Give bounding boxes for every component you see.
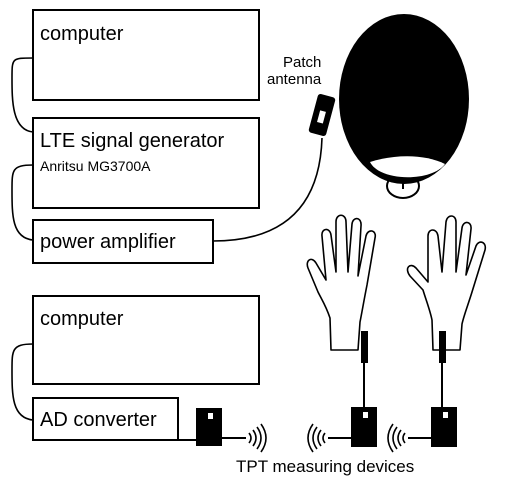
- signal-generator-model: Anritsu MG3700A: [40, 158, 151, 174]
- cable-computer-to-generator: [11, 57, 34, 133]
- tpt-device-right: [408, 400, 457, 447]
- cable-generator-to-amplifier: [11, 164, 34, 241]
- ad-converter-label: AD converter: [40, 409, 157, 431]
- computer-bottom-label: computer: [40, 308, 124, 330]
- ad-converter-box: AD converter: [32, 397, 179, 441]
- left-hand: [306, 214, 377, 351]
- computer-bottom-box: computer: [32, 295, 260, 385]
- wireless-signal-icon-right: [387, 423, 406, 453]
- patch-antenna: [308, 94, 336, 136]
- finger-sensor-left: [361, 331, 368, 363]
- tpt-device-left: [328, 400, 377, 447]
- patch-antenna-label-line1: Patch: [283, 54, 321, 71]
- tpt-devices-label: TPT measuring devices: [236, 457, 414, 476]
- wireless-signal-icon-left: [307, 423, 326, 453]
- wireless-signal-icon-receiver: [248, 423, 267, 453]
- head-figure: [339, 14, 469, 199]
- signal-generator-title: LTE signal generator: [40, 130, 225, 152]
- patch-antenna-label-line2: antenna: [267, 71, 322, 88]
- power-amplifier-label: power amplifier: [40, 231, 176, 253]
- computer-top-label: computer: [40, 23, 124, 45]
- signal-generator-box: LTE signal generator Anritsu MG3700A: [32, 117, 260, 209]
- right-hand: [406, 215, 487, 351]
- power-amplifier-box: power amplifier: [32, 219, 214, 264]
- cable-computer-to-converter: [11, 343, 34, 421]
- cable-amplifier-to-antenna: [212, 137, 323, 242]
- computer-top-box: computer: [32, 9, 260, 101]
- finger-sensor-right: [439, 331, 446, 363]
- receiver-device: [196, 408, 246, 446]
